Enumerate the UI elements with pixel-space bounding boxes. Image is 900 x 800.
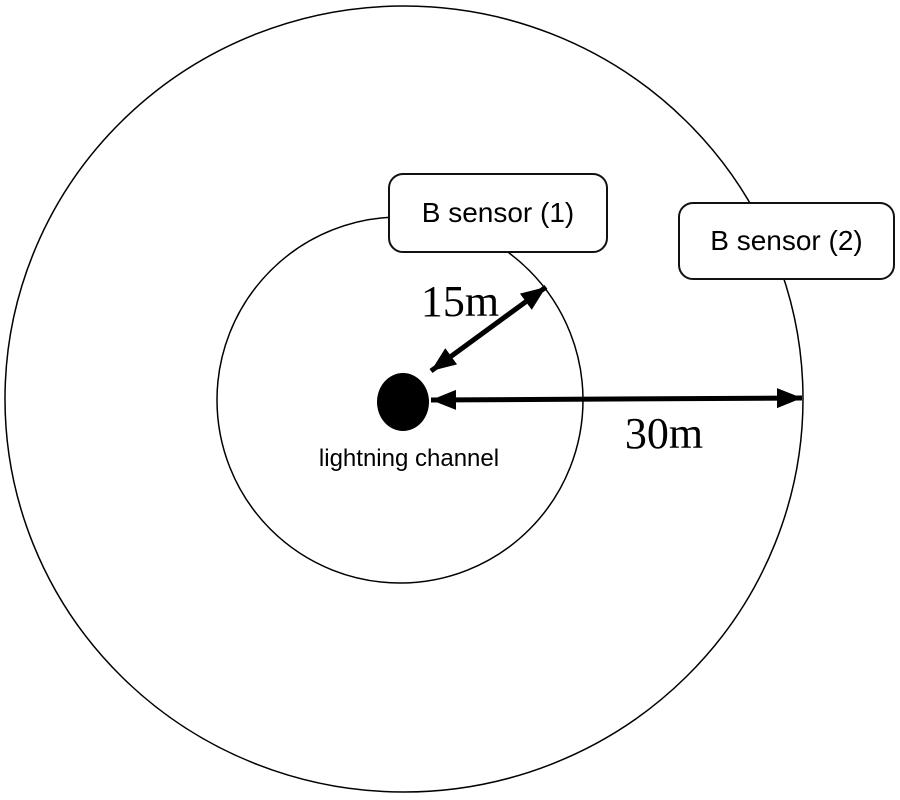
lightning-channel-dot [377,373,429,431]
sensor2-box: B sensor (2) [678,202,895,280]
sensor2-label: B sensor (2) [710,225,863,256]
distance-arrow-30m [430,388,803,410]
sensor1-box: B sensor (1) [388,173,608,253]
outer-circle [4,5,804,793]
sensor1-label: B sensor (1) [421,197,575,228]
distance-arrow-15m [429,284,548,374]
